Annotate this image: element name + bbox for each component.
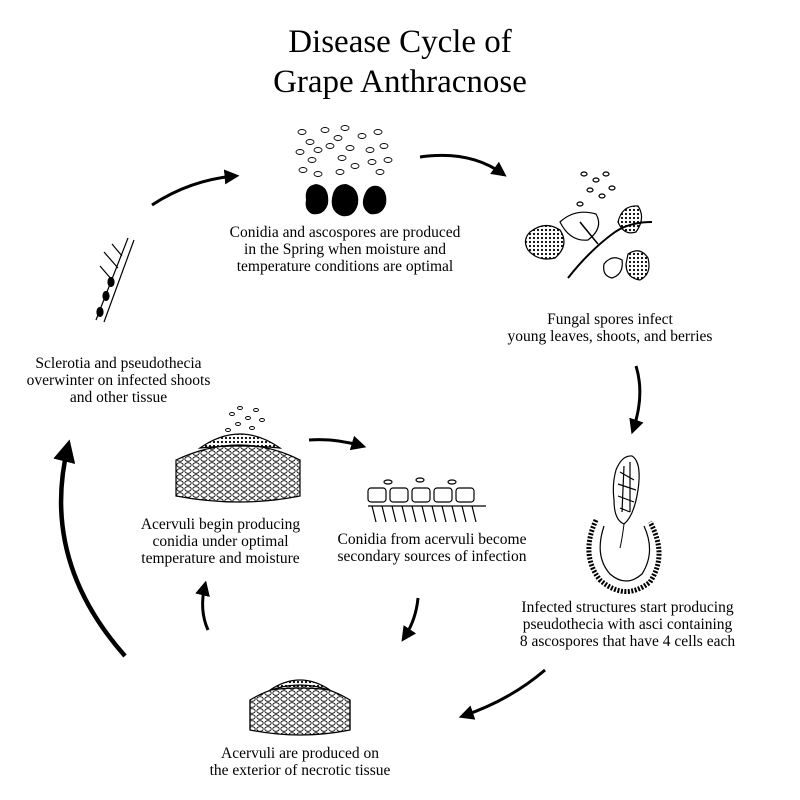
arrow-overwinter-to-spring [151,169,240,207]
stage-caption-spring: Conidia and ascospores are produced in t… [205,224,485,275]
arrow-producing-to-secondary [308,435,367,451]
sclerotia-illustration [305,184,387,217]
overwintering-shoot-illustration [95,237,135,323]
stage-caption-infect: Fungal spores infect young leaves, shoot… [480,311,740,345]
arrow-spring-to-infect [419,153,507,177]
cycle-arrows [53,153,644,720]
acervulus-conidia-illustration [175,406,301,503]
acervulus-tissue-illustration [249,679,351,736]
title-line-1: Disease Cycle of [288,24,512,60]
stage-caption-pseudothecia: Infected structures start producing pseu… [485,599,770,650]
infected-branch-illustration [524,171,653,281]
caption-line: secondary sources of infection [337,548,527,565]
caption-line: Infected structures start producing [521,599,734,616]
caption-line: pseudothecia with asci containing [522,616,733,633]
caption-line: temperature conditions are optimal [236,258,454,275]
caption-line: Sclerotia and pseudothecia [35,355,202,372]
caption-line: and other tissue [69,389,168,406]
leaf-cells-illustration [367,477,486,523]
caption-line: Conidia from acervuli become [337,531,527,548]
caption-line: Fungal spores infect [547,311,673,328]
caption-line: overwinter on infected shoots [26,372,211,389]
caption-line: Conidia and ascospores are produced [229,224,461,241]
arrow-secondary-to-exterior [401,597,420,642]
caption-line: 8 ascospores that have 4 cells each [519,633,736,650]
caption-line: the exterior of necrotic tissue [209,762,391,779]
arrow-exterior-to-producing [195,580,210,631]
caption-line: temperature and moisture [141,550,300,567]
caption-line: Acervuli begin producing [140,516,301,533]
stage-caption-acervuli-exterior: Acervuli are produced on the exterior of… [190,745,410,779]
caption-line: young leaves, shoots, and berries [507,328,713,345]
caption-line: in the Spring when moisture and [244,241,446,258]
arrow-pseudothecia-to-exterior [458,668,546,720]
spore-cluster-illustration [295,125,393,177]
stage-caption-overwinter: Sclerotia and pseudothecia overwinter on… [6,355,231,406]
stage-caption-secondary: Conidia from acervuli become secondary s… [322,531,542,565]
stage-caption-acervuli-producing: Acervuli begin producing conidia under o… [118,516,323,567]
pseudothecium-illustration [586,455,662,594]
caption-line: Acervuli are produced on [221,745,379,762]
arrow-infect-to-pseudothecia [629,365,644,435]
title-line-2: Grape Anthracnose [273,64,527,100]
diagram-title: Disease Cycle of Grape Anthracnose [0,22,800,102]
arrow-exterior-to-overwinter [53,439,127,658]
caption-line: conidia under optimal [152,533,289,550]
